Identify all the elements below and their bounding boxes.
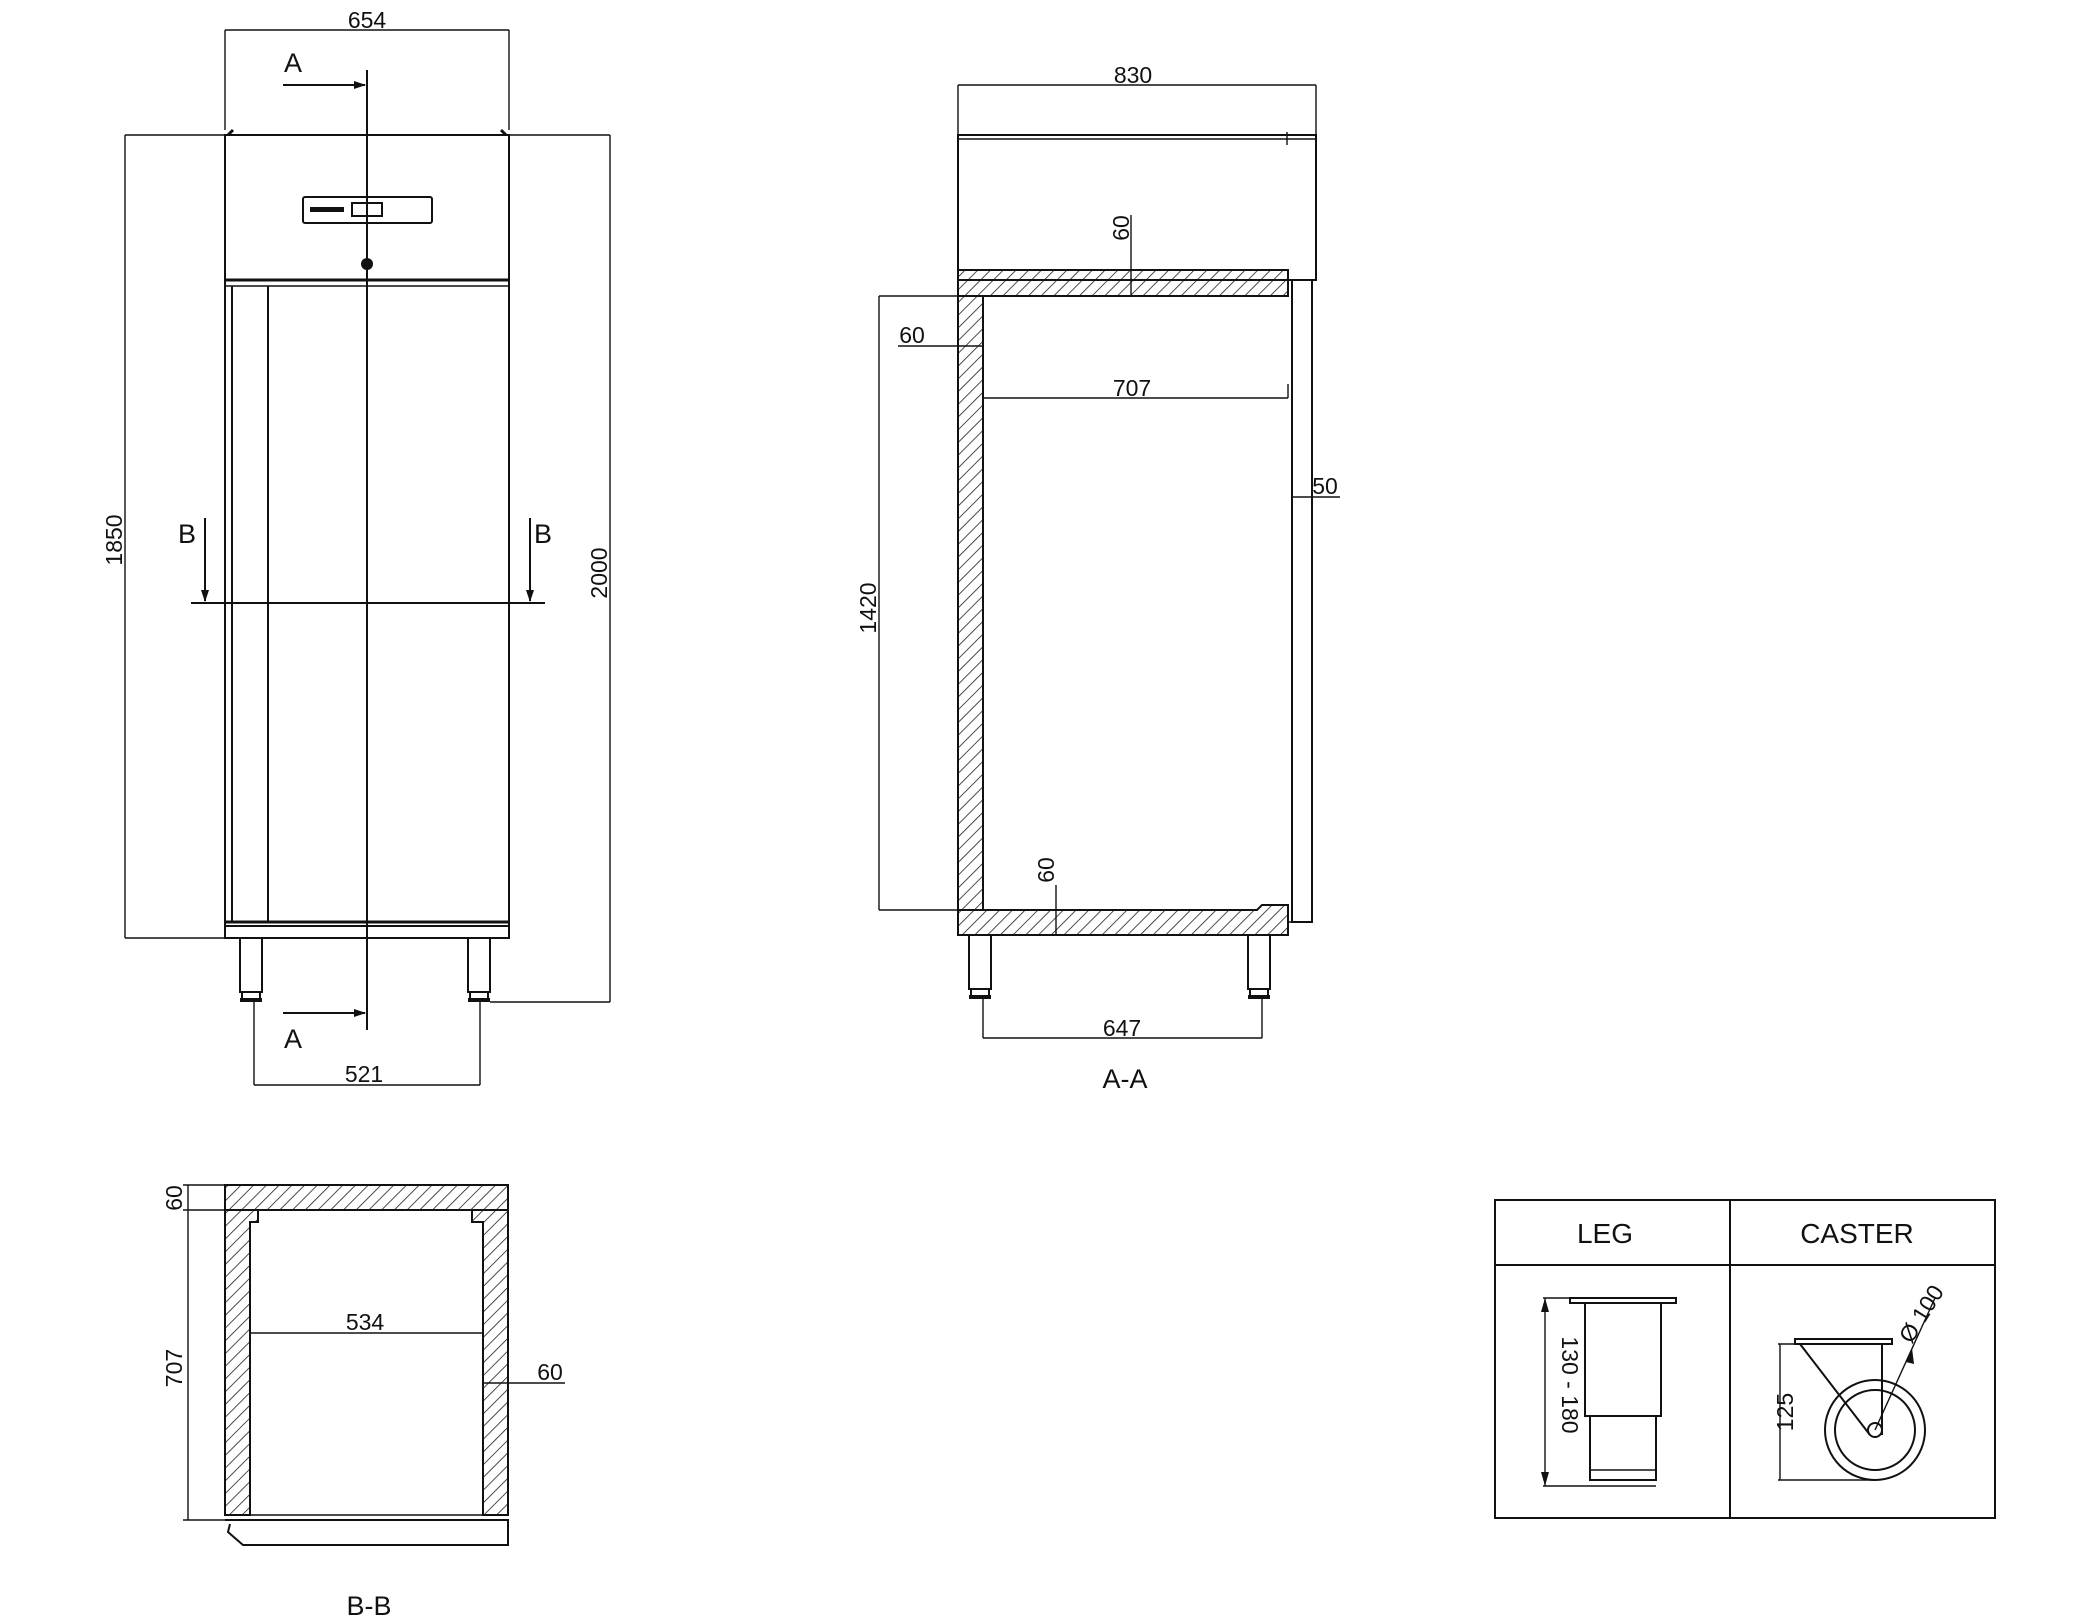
dim-bb-insulation: 60	[161, 1185, 187, 1211]
dim-bb-side-insulation: 60	[537, 1359, 563, 1385]
section-bb-view: 60 707 534 60 B-B	[161, 1184, 565, 1621]
section-b-label-left: B	[178, 519, 196, 549]
dim-top-insulation: 60	[1108, 215, 1134, 241]
section-a-label-bottom: A	[284, 1024, 302, 1054]
section-bb-title: B-B	[346, 1591, 391, 1621]
section-a-label-top: A	[284, 48, 302, 78]
bb-insulation-right	[471, 1209, 509, 1516]
dim-door: 50	[1312, 473, 1338, 499]
caster-header: CASTER	[1800, 1218, 1914, 1249]
leg-detail-drawing	[1541, 1297, 1677, 1487]
details-table: LEG CASTER 130 - 180	[1494, 1199, 1996, 1519]
dim-bb-inner-depth: 707	[161, 1349, 187, 1387]
section-aa-leg-left	[968, 934, 992, 999]
leg-right	[467, 937, 491, 1002]
dim-body-height: 1850	[101, 514, 127, 565]
dim-inner-depth: 707	[1113, 375, 1151, 401]
dim-depth: 830	[1114, 62, 1152, 88]
section-b-label-right: B	[534, 519, 552, 549]
caster-detail-drawing	[1778, 1297, 1936, 1481]
top-lip-right	[499, 128, 508, 137]
top-lip-left	[226, 128, 235, 137]
dim-bb-inner-width: 534	[346, 1309, 385, 1335]
bb-insulation-top	[224, 1184, 509, 1211]
section-aa-leg-right	[1247, 934, 1271, 999]
dim-aa-leg-spacing: 647	[1103, 1015, 1141, 1041]
dim-bottom-insulation: 60	[1033, 857, 1059, 883]
caster-diameter: Ø 100	[1894, 1280, 1949, 1347]
top-compartment	[957, 134, 1317, 281]
front-view: A A B B 654 1850 2000	[101, 7, 612, 1087]
dim-back-insulation: 60	[899, 322, 925, 348]
dim-width: 654	[348, 7, 387, 33]
top-insulation	[957, 269, 1289, 297]
section-aa-view: 830 60 60 707 50 1420 60 647 A-A	[855, 62, 1340, 1094]
dim-leg-spacing: 521	[345, 1061, 383, 1087]
leg-header: LEG	[1577, 1218, 1633, 1249]
section-aa-title: A-A	[1102, 1064, 1147, 1094]
details-table-border	[1494, 1199, 1996, 1519]
back-insulation	[957, 295, 984, 911]
dim-inner-height: 1420	[855, 582, 881, 633]
bb-door	[225, 1519, 509, 1546]
bb-insulation-left	[224, 1209, 259, 1516]
bottom-insulation	[957, 904, 1289, 936]
dim-total-height: 2000	[586, 547, 612, 598]
control-panel-bar	[310, 207, 344, 212]
leg-left	[239, 937, 263, 1002]
leg-height-range: 130 - 180	[1557, 1336, 1583, 1433]
door-panel	[1291, 279, 1313, 923]
caster-height: 125	[1772, 1393, 1798, 1431]
